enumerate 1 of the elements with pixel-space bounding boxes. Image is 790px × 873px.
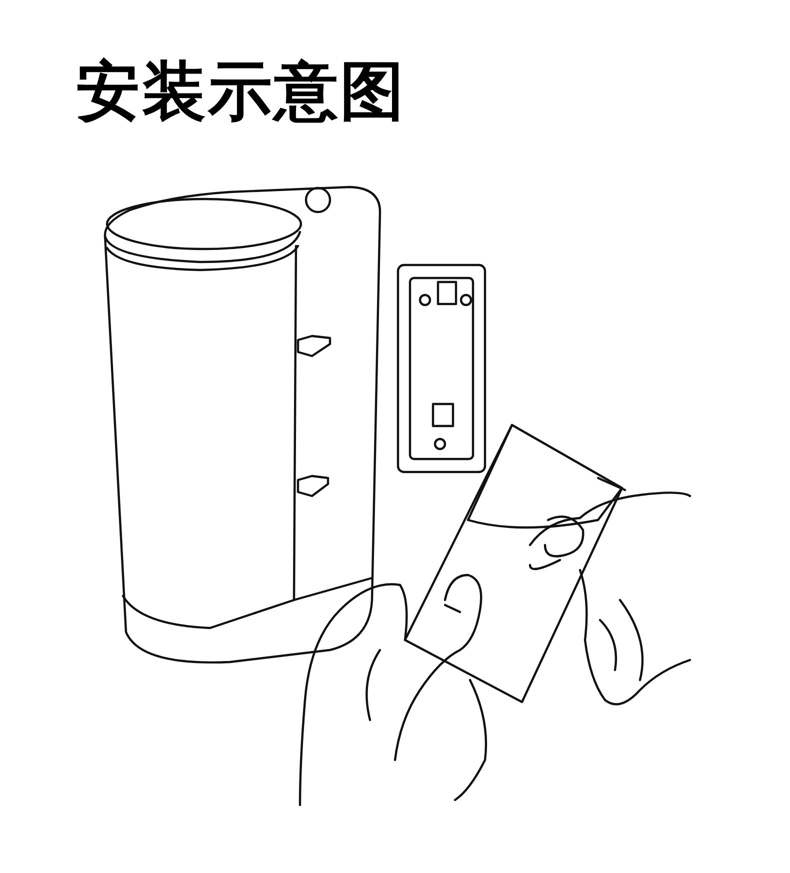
title: 安装示意图 [76, 54, 406, 131]
